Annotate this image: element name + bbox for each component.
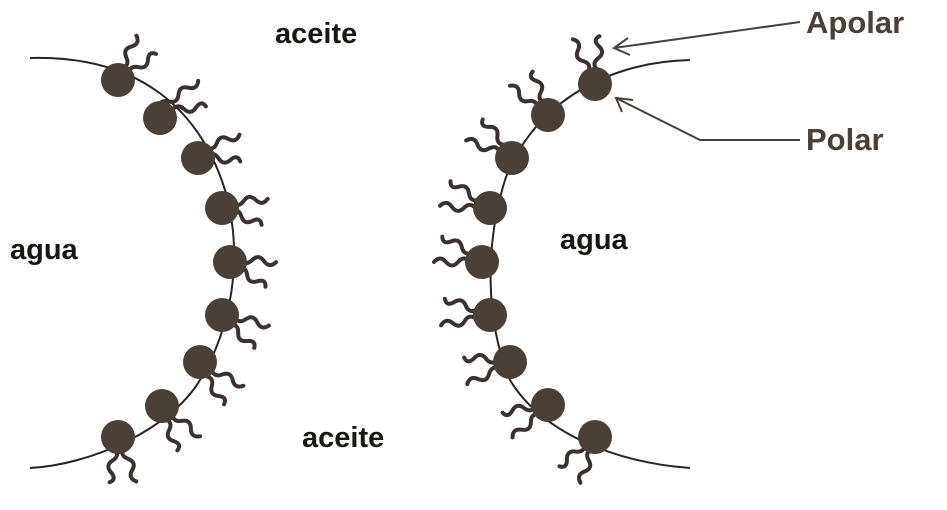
polar-head <box>101 420 135 454</box>
polar-head <box>181 141 215 175</box>
polar-head <box>143 101 177 135</box>
polar-head <box>473 298 507 332</box>
polar-head <box>493 345 527 379</box>
polar-head <box>145 389 179 423</box>
polar-head <box>578 420 612 454</box>
polar-head <box>473 191 507 225</box>
water-label-right: agua <box>560 224 628 257</box>
water-label-left: agua <box>10 234 78 267</box>
polar-head <box>101 63 135 97</box>
polar-callout-arrow <box>616 98 800 140</box>
polar-head <box>531 98 565 132</box>
apolar-callout-arrow <box>614 22 800 55</box>
polar-head <box>465 245 499 279</box>
polar-head <box>495 141 529 175</box>
left-polar-heads <box>101 63 247 454</box>
left-monolayer <box>92 34 276 491</box>
oil-label-bottom: aceite <box>302 422 384 455</box>
polar-head <box>213 245 247 279</box>
polar-label: Polar <box>806 122 884 158</box>
polar-head <box>205 298 239 332</box>
polar-head <box>531 388 565 422</box>
oil-label-top: aceite <box>275 18 357 51</box>
apolar-label: Apolar <box>806 5 904 41</box>
polar-head <box>205 191 239 225</box>
polar-head <box>183 345 217 379</box>
polar-head <box>578 67 612 101</box>
